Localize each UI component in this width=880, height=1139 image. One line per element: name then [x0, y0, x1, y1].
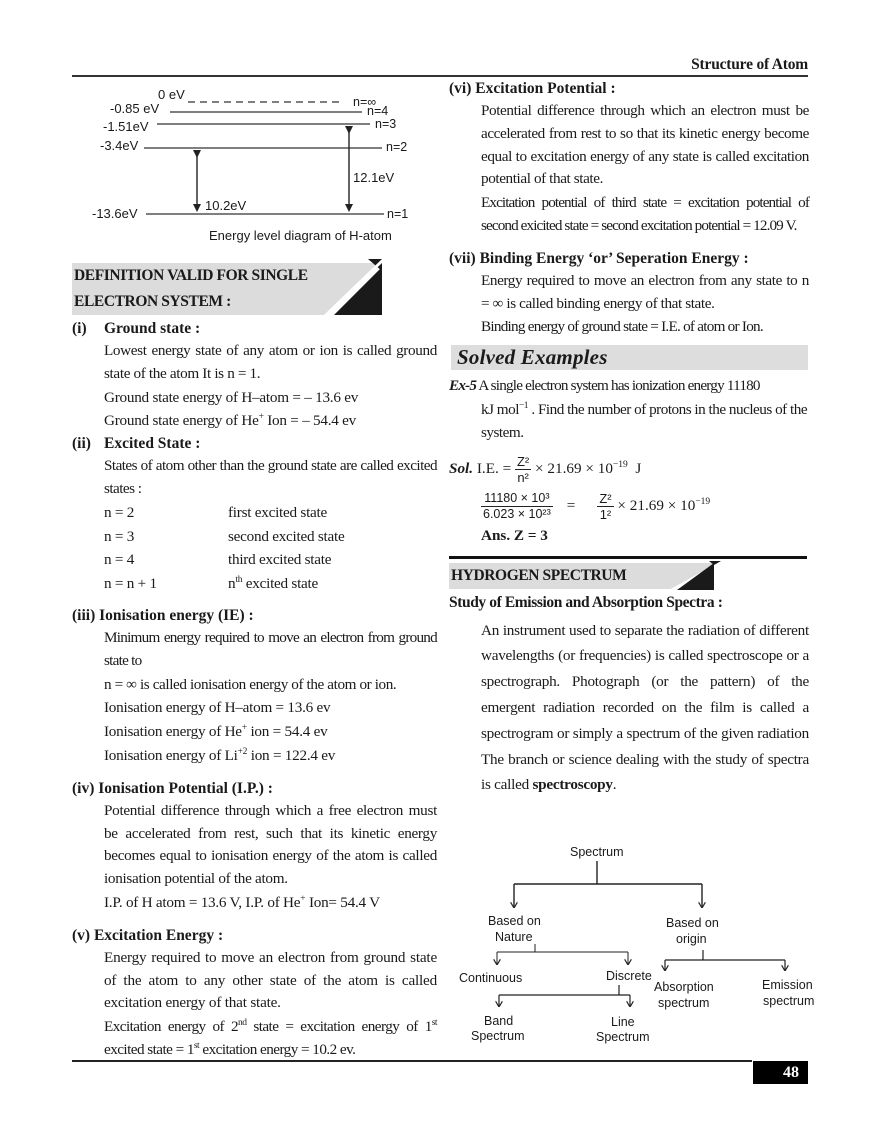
level-energy-label: -13.6eV [92, 206, 138, 221]
tree-node-based-on-nature: Based on [488, 914, 541, 928]
section-excited-state: (ii) Excited State : States of atom other… [72, 433, 438, 596]
item-numeral: (iv) [72, 779, 95, 797]
item-numeral: (vii) [449, 249, 476, 267]
band-corner-triangle [669, 560, 721, 590]
footer-rule [72, 1060, 752, 1062]
energy-level-diagram: 0 eV n=∞ -0.85 eV n=4 -1.51eV n=3 -3.4eV… [92, 87, 408, 243]
paragraph: States of atom other than the ground sta… [104, 457, 438, 497]
paragraph: An instrument used to separate the radia… [481, 621, 809, 794]
tree-node-line-spectrum: Line [611, 1015, 635, 1029]
equation-line: Ionisation energy of H–atom = 13.6 ev [104, 699, 331, 717]
item-numeral: (iii) [72, 606, 96, 624]
paragraph: Potential difference through which a fre… [104, 801, 437, 888]
item-numeral: (ii) [72, 435, 91, 453]
level-n-label: n=4 [367, 104, 388, 118]
paragraph: Energy required to move an electron from… [104, 948, 437, 1012]
paragraph: Energy required to move an electron from… [481, 271, 809, 312]
section-ionisation-energy: (iii) Ionisation energy (IE) : Minimum e… [72, 605, 438, 768]
level-energy-label: -0.85 eV [110, 101, 159, 116]
example-question: A single electron system has ionization … [476, 377, 760, 395]
band-corner-triangle [324, 259, 382, 315]
item-title: Excitation Potential : [475, 80, 616, 97]
example-label: Ex-5 [449, 377, 477, 395]
left-column: DEFINITION VALID FOR SINGLE ELECTRON SYS… [72, 259, 438, 1062]
item-title: Excited State : [104, 435, 201, 453]
section-binding-energy: (vii) Binding Energy ‘or’ Seperation Ene… [449, 248, 809, 339]
level-energy-label: 0 eV [158, 87, 185, 102]
svg-text:origin: origin [676, 932, 707, 946]
spectrum-classification-tree: Spectrum Based on Nature Based on origin… [459, 845, 814, 1044]
level-n-label: n=3 [375, 117, 396, 131]
section-rule [449, 555, 807, 559]
equation-line: I.P. of H atom = 13.6 V, I.P. of He+ Ion… [104, 893, 380, 911]
answer: Ans. Z = 3 [481, 526, 548, 544]
solution-label: Sol. [449, 460, 474, 478]
paragraph: Excitation potential of third state = ex… [481, 194, 810, 234]
level-energy-label: -3.4eV [100, 138, 139, 153]
running-title: Structure of Atom [691, 56, 808, 73]
paragraph: Lowest energy state of any atom or ion i… [104, 342, 437, 382]
equation-line: Ground state energy of He+ Ion = – 54.4 … [104, 412, 356, 430]
level-n-label: n=1 [387, 207, 408, 221]
tree-node-discrete: Discrete [606, 969, 652, 983]
item-title: Excitation Energy : [93, 926, 224, 944]
section-excitation-energy: (v) Excitation Energy : Energy required … [72, 925, 438, 1062]
equation-line: Ionisation energy of He+ ion = 54.4 ev [104, 723, 328, 741]
level-n-label: n=∞ [353, 95, 376, 109]
tree-node-band-spectrum: Band [484, 1014, 513, 1028]
transition-label: 12.1eV [353, 170, 395, 185]
paragraph: Potential difference through which an el… [481, 102, 809, 188]
header-rule [72, 75, 808, 77]
tree-node-based-on-origin: Based on [666, 916, 719, 930]
section-title-line2: ELECTRON SYSTEM : [74, 293, 231, 310]
section-ground-state: (i) Ground state : Lowest energy state of… [72, 318, 437, 433]
section-title-line1: DEFINITION VALID FOR SINGLE [74, 267, 308, 284]
item-numeral: (v) [72, 926, 91, 944]
solved-examples-band: Solved Examples [451, 345, 808, 371]
tree-node-emission-spectrum: Emission [762, 978, 813, 992]
equation-line: Ionisation energy of Li+2 ion = 122.4 ev [104, 746, 336, 764]
svg-text:spectrum: spectrum [658, 996, 709, 1010]
item-title: Binding Energy ‘or’ Seperation Energy : [479, 249, 749, 267]
equation-line: Ground state energy of H–atom = – 13.6 e… [104, 388, 359, 406]
equation-line: Excitation energy of 2nd state = excitat… [104, 1018, 438, 1058]
subsection-title: Study of Emission and Absorption Spectra… [449, 593, 723, 611]
tree-node-absorption-spectrum: Absorption [654, 980, 714, 994]
level-energy-label: -1.51eV [103, 119, 149, 134]
paragraph: Minimum energy required to move an elect… [104, 628, 438, 669]
example-5: Ex-5 A single electron system has ioniza… [449, 377, 808, 441]
item-numeral: (i) [72, 320, 87, 337]
section-excitation-potential: (vi) Excitation Potential : Potential di… [449, 78, 810, 238]
svg-text:Nature: Nature [495, 930, 533, 944]
section-ionisation-potential: (iv) Ionisation Potential (I.P.) : Poten… [72, 778, 437, 915]
item-title: Ground state : [104, 320, 201, 337]
level-n-label: n=2 [386, 140, 407, 154]
paragraph: n = ∞ is called ionisation energy of the… [104, 675, 397, 693]
item-numeral: (vi) [449, 80, 472, 97]
svg-text:spectrum: spectrum [763, 994, 814, 1008]
tree-node-continuous: Continuous [459, 971, 522, 985]
item-title: Ionisation energy (IE) : [99, 606, 254, 624]
item-title: Ionisation Potential (I.P.) : [98, 779, 273, 797]
svg-text:Spectrum: Spectrum [471, 1029, 525, 1043]
page-number: 48 [753, 1061, 808, 1084]
paragraph: Binding energy of ground state = I.E. of… [481, 318, 764, 336]
tree-node-spectrum: Spectrum [570, 845, 624, 859]
section-band-definitions: DEFINITION VALID FOR SINGLE ELECTRON SYS… [72, 259, 382, 315]
transition-label: 10.2eV [205, 198, 247, 213]
section-band-hydrogen-spectrum: HYDROGEN SPECTRUM [449, 560, 721, 590]
svg-text:Spectrum: Spectrum [596, 1030, 650, 1044]
right-column: (vi) Excitation Potential : Potential di… [449, 78, 810, 798]
diagram-caption: Energy level diagram of H-atom [209, 228, 392, 243]
